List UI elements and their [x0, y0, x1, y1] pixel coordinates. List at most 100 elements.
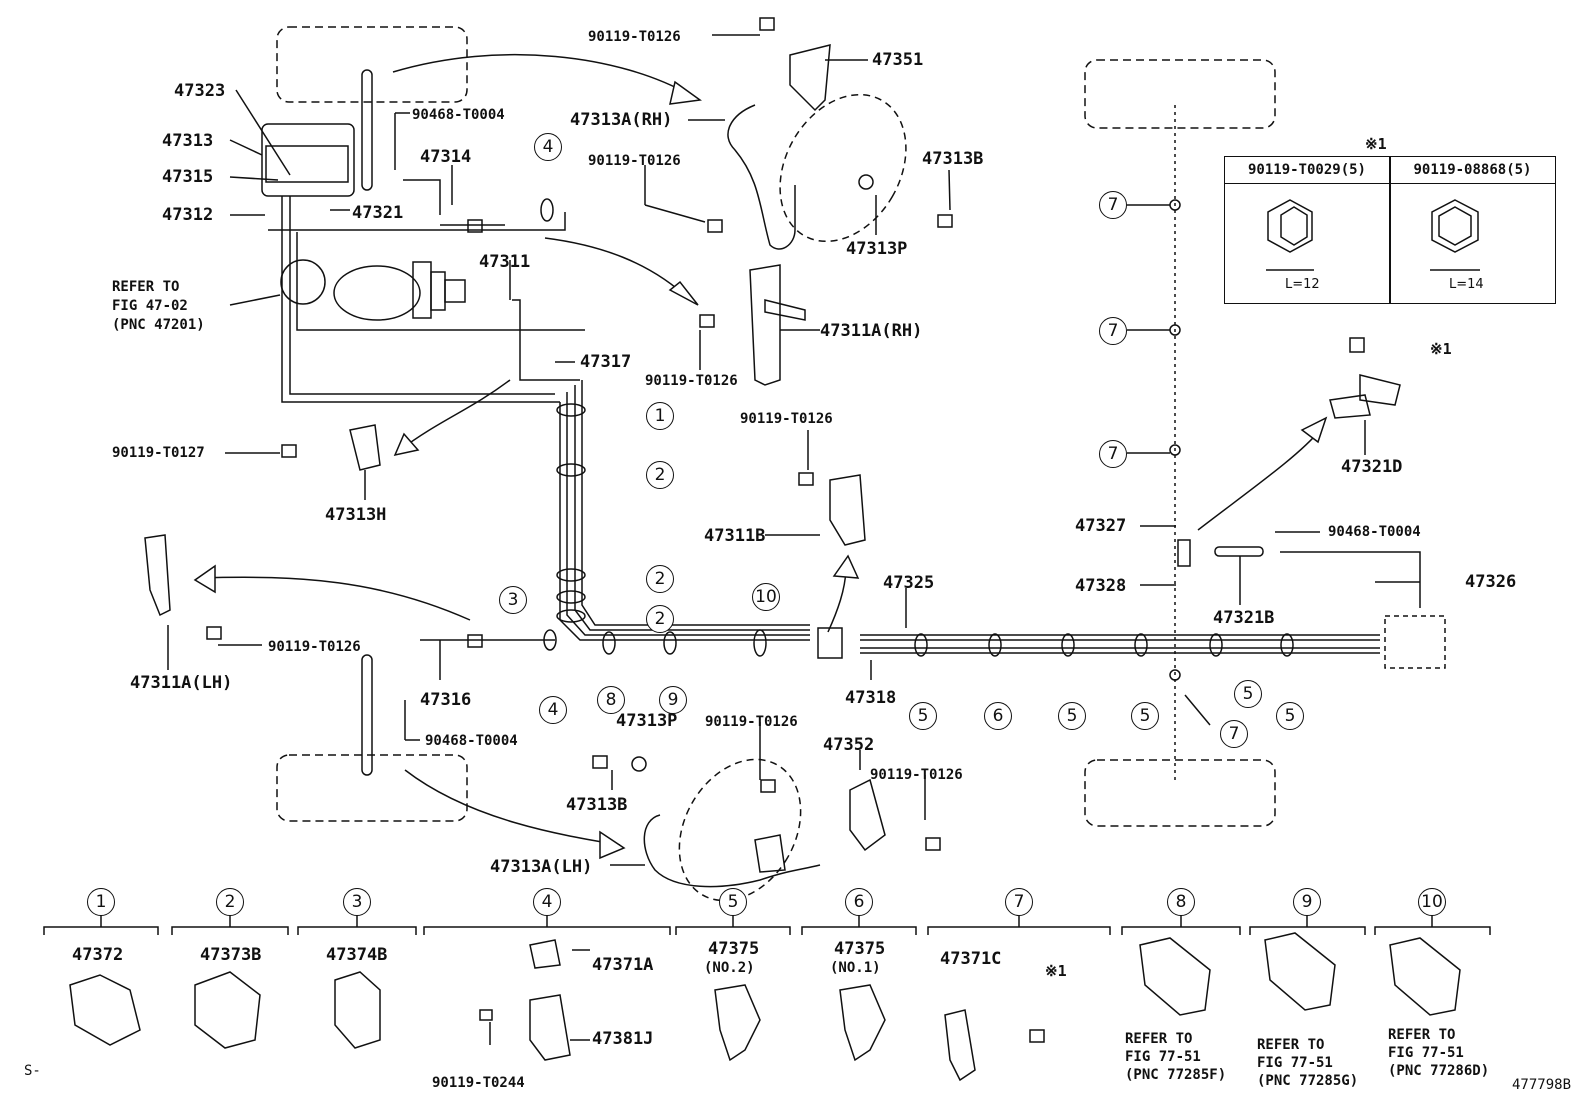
part-label[interactable]: 90119-T0127 — [112, 445, 205, 461]
part-label[interactable]: 47311 — [479, 252, 531, 272]
legend-part: (NO.1) — [830, 960, 881, 976]
legend-number: 10 — [1418, 888, 1446, 916]
arrow-to-47313h — [399, 379, 511, 451]
legend-part: REFER TO — [1388, 1027, 1456, 1043]
legend-number: 6 — [845, 888, 873, 916]
part-label[interactable]: 90119-T0126 — [268, 639, 361, 655]
diagram-reference-code: 477798B — [1512, 1077, 1572, 1093]
part-label[interactable]: 47351 — [872, 50, 924, 70]
callout-circle[interactable]: 7 — [1099, 191, 1127, 219]
legend-part: 47375 — [708, 939, 760, 959]
part-label[interactable]: 90119-T0126 — [705, 714, 798, 730]
part-label[interactable]: 90119-T0126 — [588, 153, 681, 169]
lower-right-zone — [1084, 759, 1276, 827]
callout-circle[interactable]: 3 — [499, 586, 527, 614]
arrow-to-47321d — [1197, 429, 1321, 531]
legend-part: (PNC 77285F) — [1125, 1067, 1227, 1083]
bolt-spec-table: ※1 90119-T0029(5) 90119-08868(5) L=12 L=… — [1224, 135, 1556, 304]
part-label[interactable]: 90119-T0126 — [588, 29, 681, 45]
part-label[interactable]: 47321B — [1213, 608, 1275, 628]
part-label[interactable]: 47328 — [1075, 576, 1127, 596]
part-label[interactable]: 47313A(LH) — [490, 857, 593, 877]
callout-circle[interactable]: 1 — [646, 402, 674, 430]
callout-circle[interactable]: 5 — [1234, 680, 1262, 708]
upper-right-zone — [1084, 59, 1276, 129]
callout-circle[interactable]: 7 — [1099, 317, 1127, 345]
part-label[interactable]: 47327 — [1075, 516, 1127, 536]
hose-rh — [727, 104, 796, 250]
part-label[interactable]: 47317 — [580, 352, 632, 372]
callout-circle[interactable]: 2 — [646, 461, 674, 489]
callout-circle[interactable]: 7 — [1099, 440, 1127, 468]
arrow-to-rh-bracket — [392, 53, 691, 96]
part-label[interactable]: 47352 — [823, 735, 875, 755]
part-label[interactable]: 90468-T0004 — [425, 733, 518, 749]
legend-number: 8 — [1167, 888, 1195, 916]
part-label[interactable]: 47313H — [325, 505, 387, 525]
callout-circle[interactable]: 2 — [646, 565, 674, 593]
legend-number: 1 — [87, 888, 115, 916]
arrow-to-47311a-rh — [544, 237, 691, 301]
callout-circle[interactable]: 10 — [752, 583, 780, 611]
callout-circle[interactable]: 6 — [984, 702, 1012, 730]
callout-circle[interactable]: 4 — [534, 133, 562, 161]
legend-number: 4 — [533, 888, 561, 916]
callout-circle[interactable]: 5 — [909, 702, 937, 730]
refer-text-3: (PNC 47201) — [112, 317, 205, 333]
part-label[interactable]: 47315 — [162, 167, 214, 187]
table-col2-header: 90119-08868(5) — [1390, 157, 1555, 184]
part-label[interactable]: 90119-T0126 — [740, 411, 833, 427]
legend-part: REFER TO — [1257, 1037, 1325, 1053]
part-label[interactable]: 47311B — [704, 526, 766, 546]
callout-circle[interactable]: 7 — [1220, 720, 1248, 748]
legend-number: 9 — [1293, 888, 1321, 916]
table-col1-header: 90119-T0029(5) — [1225, 157, 1390, 184]
part-label[interactable]: 47313B — [566, 795, 628, 815]
part-label[interactable]: 47313A(RH) — [570, 110, 673, 130]
part-label[interactable]: 47321D — [1341, 457, 1403, 477]
part-label[interactable]: 47313 — [162, 131, 214, 151]
upper-left-zone — [276, 26, 468, 103]
part-label[interactable]: 47311A(LH) — [130, 673, 233, 693]
callout-circle[interactable]: 2 — [646, 605, 674, 633]
part-label[interactable]: 47316 — [420, 690, 472, 710]
part-label[interactable]: 90468-T0004 — [1328, 524, 1421, 540]
part-label[interactable]: 47312 — [162, 205, 214, 225]
callout-circle[interactable]: 4 — [539, 696, 567, 724]
legend-part: 47373B — [200, 945, 262, 965]
part-label[interactable]: 90468-T0004 — [412, 107, 505, 123]
arrow-to-47311b — [827, 569, 847, 633]
booster — [333, 265, 421, 321]
legend-part: 47371A — [592, 955, 654, 975]
legend-part: (NO.2) — [704, 960, 755, 976]
part-label[interactable]: 90119-T0126 — [870, 767, 963, 783]
table-dim2: L=14 — [1449, 277, 1484, 292]
legend-part: ※1 — [1045, 962, 1067, 980]
part-label[interactable]: 47326 — [1465, 572, 1517, 592]
part-label[interactable]: 47314 — [420, 147, 472, 167]
part-label[interactable]: 47313P — [846, 239, 908, 259]
legend-part: (PNC 77285G) — [1257, 1073, 1359, 1089]
part-label[interactable]: 47325 — [883, 573, 935, 593]
part-label[interactable]: 47313P — [616, 711, 678, 731]
footer-left-code: S- — [24, 1063, 41, 1079]
callout-circle[interactable]: 9 — [659, 686, 687, 714]
part-label[interactable]: 47313B — [922, 149, 984, 169]
part-label[interactable]: 47323 — [174, 81, 226, 101]
spec-mark: ※1 — [1430, 340, 1452, 358]
legend-part: 90119-T0244 — [432, 1075, 525, 1091]
arrow-to-lh-hose — [404, 769, 621, 846]
part-label[interactable]: 47318 — [845, 688, 897, 708]
rear-valve — [1384, 615, 1446, 669]
legend-number: 5 — [719, 888, 747, 916]
callout-circle[interactable]: 8 — [597, 686, 625, 714]
part-label[interactable]: 47311A(RH) — [820, 321, 923, 341]
callout-circle[interactable]: 5 — [1276, 702, 1304, 730]
legend-part: FIG 77-51 — [1125, 1049, 1201, 1065]
table-dim1: L=12 — [1285, 277, 1320, 292]
part-label[interactable]: 47321 — [352, 203, 404, 223]
legend-part: 47372 — [72, 945, 124, 965]
callout-circle[interactable]: 5 — [1131, 702, 1159, 730]
part-label[interactable]: 90119-T0126 — [645, 373, 738, 389]
callout-circle[interactable]: 5 — [1058, 702, 1086, 730]
